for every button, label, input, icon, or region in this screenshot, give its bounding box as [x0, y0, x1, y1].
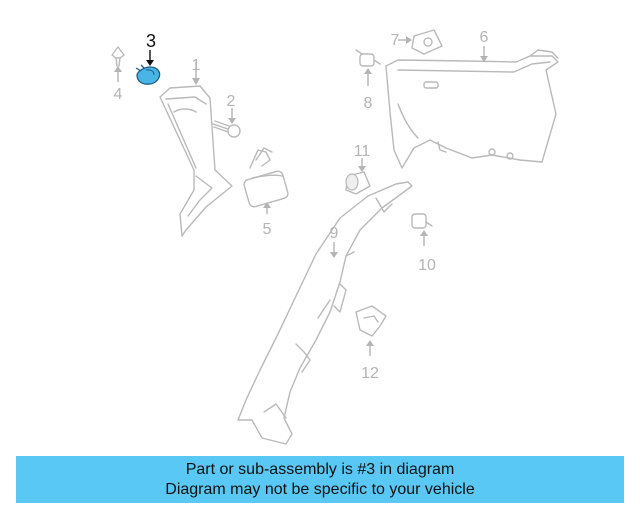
part-1-pillar-trim [159, 85, 233, 237]
banner-line-1: Part or sub-assembly is #3 in diagram [185, 460, 455, 478]
part-9-pillar-trim [237, 181, 413, 445]
callout-7: 7 [391, 32, 400, 49]
callout-9: 9 [330, 225, 339, 242]
callout-5: 5 [263, 221, 272, 238]
callout-10: 10 [418, 257, 436, 274]
part-5-handle [243, 147, 289, 208]
callout-6: 6 [480, 29, 489, 46]
part-10-bolt [411, 213, 433, 229]
banner-line-2: Diagram may not be specific to your vehi… [165, 480, 475, 498]
part-info-banner: Part or sub-assembly is #3 in diagram Di… [16, 456, 624, 503]
callout-1: 1 [192, 57, 201, 74]
part-3-clip[interactable] [135, 64, 161, 85]
callout-2: 2 [227, 93, 236, 110]
callout-11: 11 [354, 143, 371, 160]
part-7-clip [411, 29, 443, 55]
callout-4: 4 [114, 86, 123, 103]
part-12-bracket [355, 305, 387, 337]
part-6-quarter-trim [385, 49, 559, 169]
callout-3: 3 [146, 31, 156, 51]
part-4-clip [111, 46, 125, 67]
part-11-bushing [345, 171, 371, 195]
callout-8: 8 [364, 95, 373, 112]
part-8-screw [355, 49, 381, 67]
callout-12: 12 [361, 365, 379, 382]
part-2-screw [212, 120, 241, 138]
arrow-head-3 [146, 60, 154, 66]
